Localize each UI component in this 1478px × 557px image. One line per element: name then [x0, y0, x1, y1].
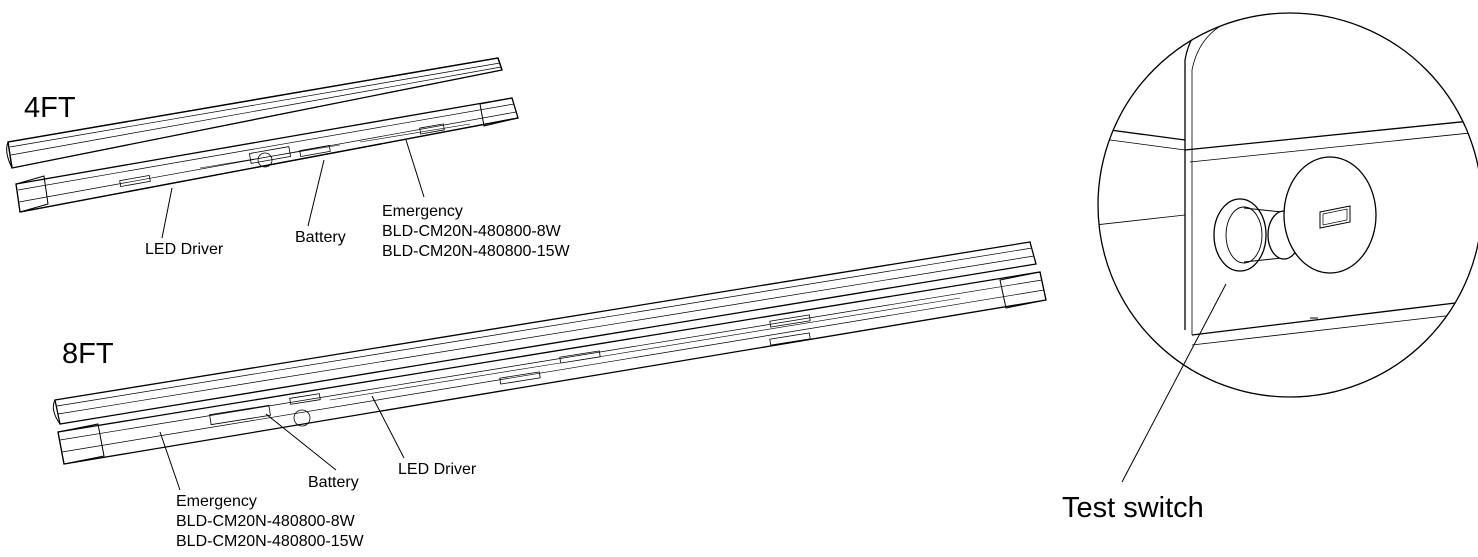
- fixture-8ft-drawing: [52, 241, 1047, 491]
- fixture-4ft-emergency-label: Emergency: [382, 203, 463, 220]
- fixture-4ft-model-8w: BLD-CM20N-480800-8W: [382, 223, 561, 240]
- fixture-8ft-emergency-block: Emergency BLD-CM20N-480800-8W BLD-CM20N-…: [176, 492, 364, 552]
- fixture-4ft-model-15w: BLD-CM20N-480800-15W: [382, 243, 570, 260]
- fixture-4ft-drawing: [6, 57, 519, 239]
- fixture-8ft-led-driver-label: LED Driver: [398, 461, 477, 478]
- fixture-4ft-title: 4FT: [24, 92, 76, 124]
- fixture-8ft-model-8w: BLD-CM20N-480800-8W: [176, 513, 355, 530]
- test-switch-label: Test switch: [1062, 492, 1204, 524]
- fixture-8ft-emergency-label: Emergency: [176, 493, 257, 510]
- fixture-8ft-model-15w: BLD-CM20N-480800-15W: [176, 533, 364, 550]
- test-switch-detail: [1097, 12, 1478, 483]
- fixture-8ft-battery-label: Battery: [308, 474, 359, 491]
- fixture-4ft-battery-label: Battery: [295, 229, 346, 246]
- fixture-8ft-title: 8FT: [62, 338, 114, 370]
- fixture-4ft-led-driver-label: LED Driver: [145, 241, 224, 258]
- fixture-4ft-emergency-block: Emergency BLD-CM20N-480800-8W BLD-CM20N-…: [382, 202, 570, 262]
